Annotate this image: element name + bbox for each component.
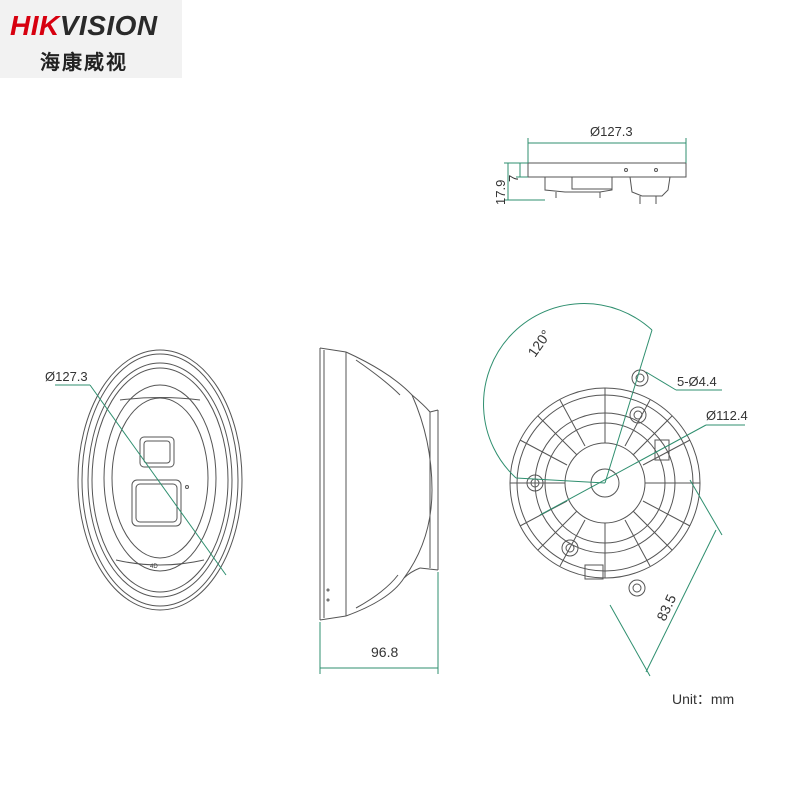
brand-chinese-name: 海康威视: [40, 50, 128, 74]
base-hole-leader: [645, 371, 722, 391]
unit-label: Unit：mm: [672, 691, 734, 707]
front-diameter-leader: [89, 384, 227, 576]
side-view-depth-label: 96.8: [371, 644, 398, 660]
top-view-mount-block: [571, 176, 613, 190]
side-view: [319, 347, 439, 674]
top-view: [504, 138, 687, 204]
front-view-badge: 4D: [150, 564, 158, 570]
front-dome: [103, 384, 217, 572]
top-view-step-label: 7: [506, 175, 521, 182]
base-span-dimension: [609, 479, 723, 677]
base-view: [483, 303, 745, 677]
front-view-diameter-label: Ø127.3: [45, 369, 88, 384]
base-angle-dimension: [483, 303, 653, 484]
side-depth-dimension: [319, 572, 439, 674]
base-center-hole: [590, 468, 620, 498]
top-view-diameter-dimension: [527, 138, 687, 163]
front-outer-ring: [77, 349, 243, 611]
brand-logo: HIKVISION 海康威视: [0, 0, 182, 78]
base-view-span-label: 83.5: [653, 592, 679, 624]
base-view-circle-label: Ø112.4: [706, 408, 748, 423]
top-view-diameter-label: Ø127.3: [590, 124, 633, 139]
top-view-mount-right: [629, 176, 671, 197]
top-view-height-label: 17.9: [493, 180, 508, 205]
base-view-angle-label: 120°: [524, 327, 554, 360]
base-view-holes-label: 5-Ø4.4: [677, 374, 717, 389]
front-lens-window: [131, 479, 182, 527]
top-view-mount-left: [544, 177, 613, 193]
front-upper-window: [139, 436, 175, 468]
front-view: [55, 349, 243, 611]
top-view-height-dimension: [504, 162, 545, 201]
base-circle-leader: [539, 424, 745, 516]
brand-wordmark: HIKVISION: [10, 10, 158, 41]
side-dome-bottom: [345, 567, 421, 617]
top-view-body: [527, 162, 687, 178]
side-dome-top: [345, 351, 431, 413]
